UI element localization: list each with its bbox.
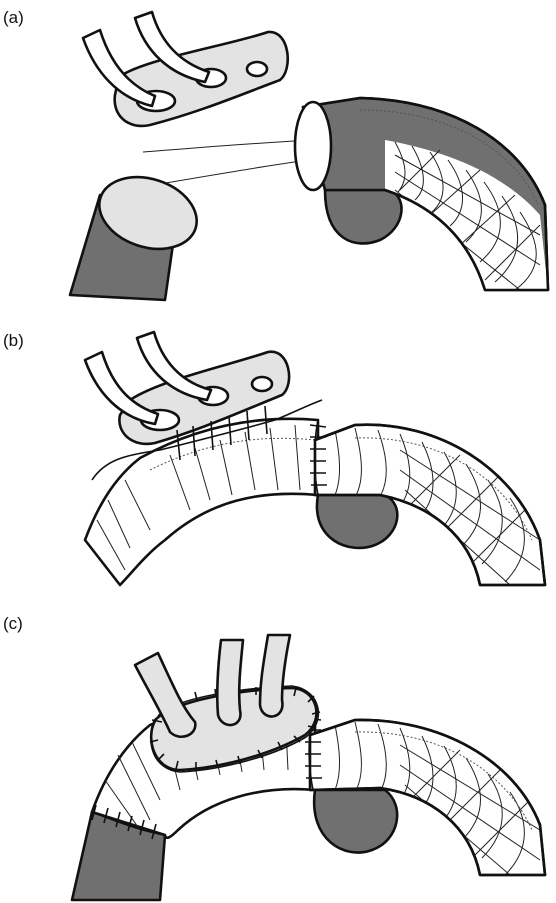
proximal-arch-stent-graft-b bbox=[310, 420, 545, 585]
proximal-arch-stent-graft bbox=[295, 98, 548, 290]
panel-b: (b) bbox=[3, 331, 545, 585]
panel-a: (a) bbox=[3, 8, 548, 300]
panel-b-label: (b) bbox=[3, 331, 24, 350]
distal-aortic-stump bbox=[70, 165, 206, 300]
panel-c: (c) bbox=[3, 614, 545, 900]
proximal-arch-stent-graft-c bbox=[305, 712, 545, 875]
panel-c-label: (c) bbox=[3, 614, 23, 633]
panel-a-label: (a) bbox=[3, 8, 24, 27]
graft-arch-segment-b bbox=[85, 419, 318, 585]
